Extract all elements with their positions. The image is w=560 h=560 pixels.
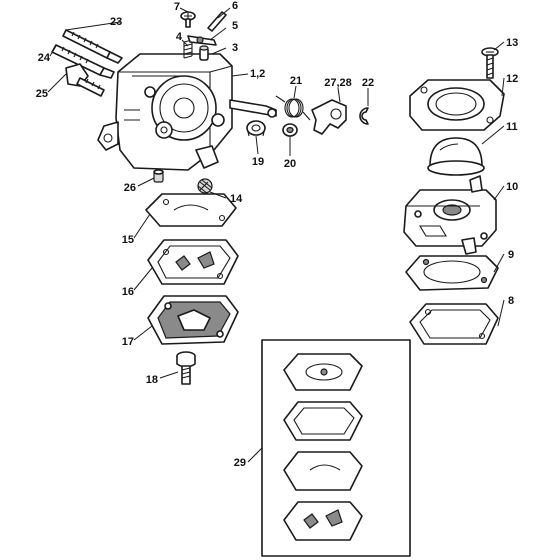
part-26-screw	[153, 169, 164, 183]
callout-12: 12	[506, 73, 518, 85]
callout-6: 6	[232, 0, 238, 12]
callout-3: 3	[232, 42, 238, 54]
callout-26: 26	[124, 182, 136, 194]
callout-24: 24	[38, 52, 51, 64]
callout-9: 9	[508, 249, 514, 261]
callout-19: 19	[252, 156, 264, 168]
callout-15: 15	[122, 234, 134, 246]
part-25-limiter-screw	[65, 63, 105, 97]
callout-7: 7	[174, 1, 180, 13]
part-6-pin	[207, 11, 227, 32]
part-15-gasket	[145, 193, 237, 227]
part-11-primer-bulb	[427, 137, 485, 176]
callout-18: 18	[146, 374, 158, 386]
part-22-e-clip	[359, 107, 369, 125]
part-21-torsion-spring	[275, 95, 311, 121]
part-5-lever	[187, 35, 217, 46]
callout-27-28: 27,28	[324, 77, 352, 89]
part-7-screw	[180, 11, 196, 28]
callout-22: 22	[362, 77, 374, 89]
callout-5: 5	[232, 20, 238, 32]
part-24-adjusting-screw	[51, 44, 115, 79]
callout-13: 13	[506, 37, 518, 49]
part-29-repair-kit	[261, 339, 411, 557]
callout-4: 4	[176, 31, 183, 43]
callout-17: 17	[122, 336, 134, 348]
callout-20: 20	[284, 158, 296, 170]
part-16-diaphragm	[147, 239, 239, 285]
part-19-bushing	[246, 120, 266, 137]
callout-1-2: 1,2	[250, 68, 265, 80]
part-9-pump-diaphragm	[405, 255, 499, 291]
callout-25: 25	[36, 88, 48, 100]
part-3-sleeve	[199, 45, 209, 61]
callout-11: 11	[506, 121, 518, 133]
part-20-washer	[282, 123, 298, 137]
part-17-metering-cover	[147, 295, 239, 345]
callout-8: 8	[508, 295, 514, 307]
part-18-screw	[176, 351, 196, 385]
callout-14: 14	[230, 193, 243, 205]
part-10-pump-body	[403, 175, 497, 255]
part-13-screw	[481, 47, 499, 79]
part-23-adjusting-screw	[62, 29, 123, 64]
callout-29: 29	[234, 457, 246, 469]
callout-10: 10	[506, 181, 518, 193]
part-1-2-carburetor-body	[97, 53, 277, 171]
part-8-pump-gasket	[409, 303, 499, 345]
part-12-pump-cover	[409, 79, 505, 131]
part-14-fuel-screen	[197, 178, 213, 195]
part-27-28-throttle-lever	[311, 99, 347, 135]
callout-23: 23	[110, 16, 122, 28]
callout-21: 21	[290, 75, 302, 87]
callout-labels: 1,2 3 4 5 6 7 8 9 10 11 12 13 14 15 16 1…	[36, 0, 519, 469]
callout-16: 16	[122, 286, 134, 298]
leader-lines	[47, 7, 505, 463]
